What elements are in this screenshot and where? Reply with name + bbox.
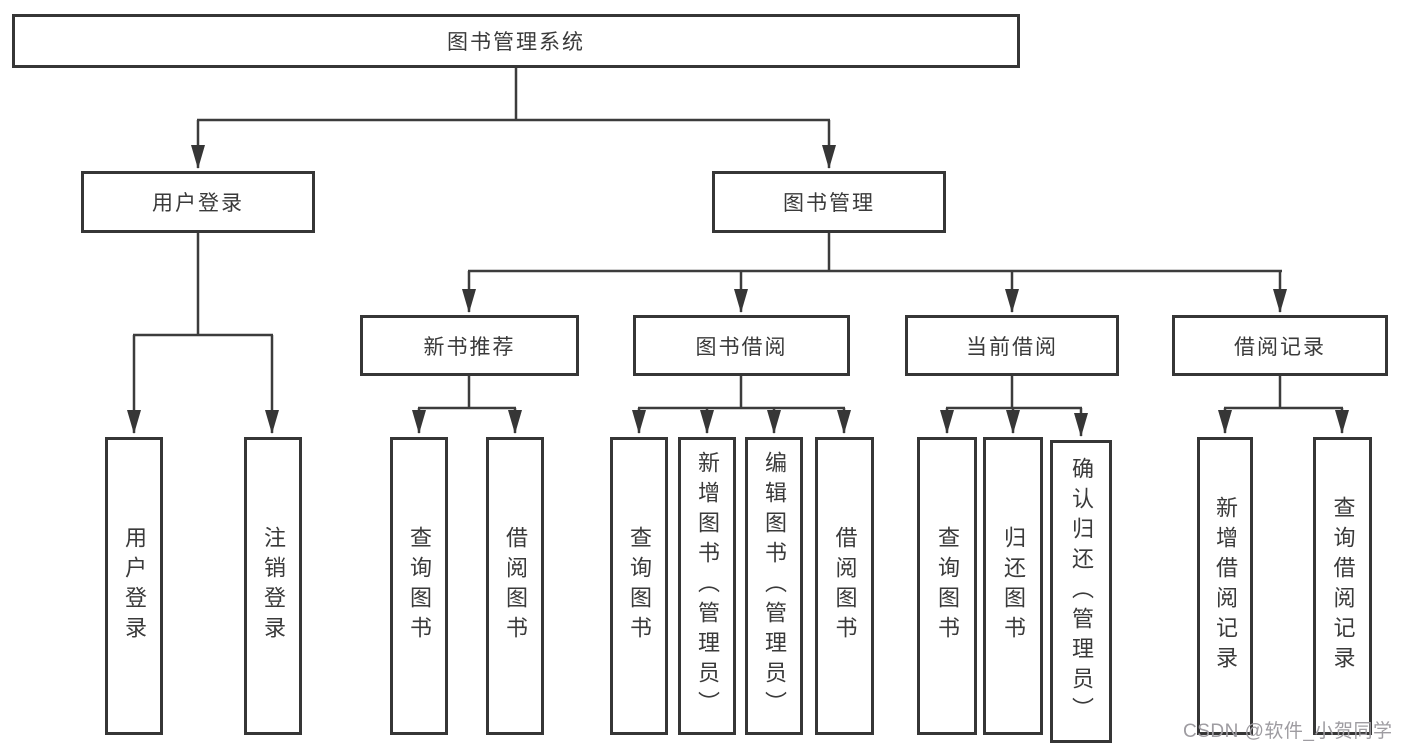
node-label: 注销登录	[261, 526, 286, 646]
node-label: 图书借阅	[695, 335, 788, 359]
node-library-management-system: 图书管理系统	[12, 14, 1020, 68]
node-leaf-add-books-admin: 新增图书（管理员）	[678, 437, 736, 735]
node-label: 查询借阅记录	[1330, 496, 1356, 676]
node-book-management: 图书管理	[712, 171, 946, 233]
node-leaf-return-books: 归还图书	[983, 437, 1043, 735]
node-label: 当前借阅	[966, 335, 1058, 359]
node-label: 查询图书	[935, 526, 960, 646]
node-label: 编辑图书（管理员）	[762, 451, 787, 721]
node-leaf-query-books-3: 查询图书	[917, 437, 977, 735]
node-label: 查询图书	[407, 526, 432, 646]
node-leaf-add-borrow-record: 新增借阅记录	[1197, 437, 1253, 735]
node-label: 新书推荐	[423, 335, 516, 359]
node-current-borrowing: 当前借阅	[905, 315, 1119, 376]
node-leaf-confirm-return-admin: 确认归还（管理员）	[1050, 440, 1112, 743]
node-label: 新增借阅记录	[1213, 496, 1238, 676]
node-user-login: 用户登录	[81, 171, 315, 233]
node-leaf-query-borrow-record: 查询借阅记录	[1313, 437, 1372, 735]
node-label: 借阅图书	[832, 526, 858, 646]
node-book-borrowing: 图书借阅	[633, 315, 850, 376]
node-leaf-edit-books-admin: 编辑图书（管理员）	[745, 437, 803, 735]
node-label: 图书管理系统	[447, 31, 585, 54]
node-new-book-recommendation: 新书推荐	[360, 315, 579, 376]
node-label: 用户登录	[152, 192, 244, 215]
node-label: 归还图书	[1001, 526, 1026, 646]
node-leaf-query-books-2: 查询图书	[610, 437, 668, 735]
node-leaf-user-login: 用户登录	[105, 437, 163, 735]
node-label: 图书管理	[783, 192, 875, 215]
node-label: 确认归还（管理员）	[1069, 456, 1094, 727]
node-leaf-borrow-books-1: 借阅图书	[486, 437, 544, 735]
node-leaf-logout: 注销登录	[244, 437, 302, 735]
node-borrowing-records: 借阅记录	[1172, 315, 1388, 376]
node-leaf-query-books-1: 查询图书	[390, 437, 448, 735]
node-label: 新增图书（管理员）	[695, 451, 720, 721]
node-leaf-borrow-books-2: 借阅图书	[815, 437, 874, 735]
node-label: 查询图书	[627, 526, 652, 646]
csdn-watermark: CSDN @软件_小贺同学	[1183, 721, 1393, 742]
node-label: 借阅图书	[503, 526, 528, 646]
node-label: 用户登录	[122, 526, 147, 646]
node-label: 借阅记录	[1234, 335, 1326, 359]
